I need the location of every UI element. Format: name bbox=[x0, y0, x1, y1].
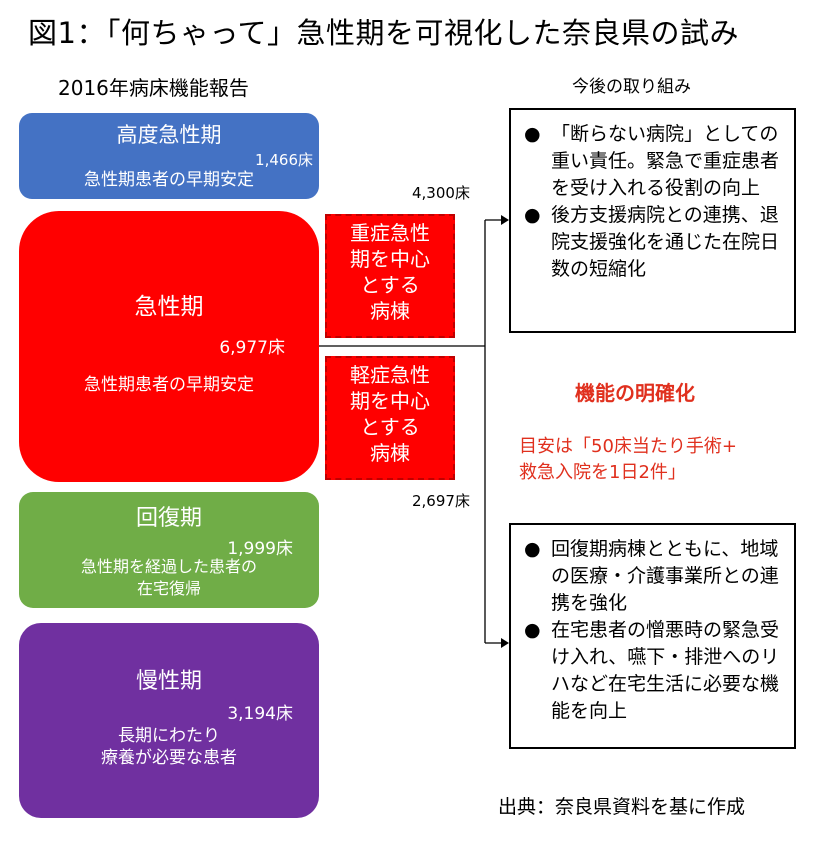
plan-box-top: ● 「断らない病院」としての重い責任。緊急で重症患者を受け入れる役割の向上 ● 後方… bbox=[509, 108, 796, 333]
bullet: ● bbox=[524, 123, 541, 145]
plan-item: ● 「断らない病院」としての重い責任。緊急で重症患者を受け入れる役割の向上 bbox=[524, 121, 786, 202]
arrow-bottom-head bbox=[501, 638, 509, 648]
severe-acute-ward-box: 重症急性 期を中心 とする 病棟 bbox=[325, 214, 455, 338]
high-acute-name: 高度急性期 bbox=[116, 123, 222, 147]
chronic-name: 慢性期 bbox=[135, 669, 202, 694]
high-acute-box: 高度急性期 1,466床 急性期患者の早期安定 bbox=[19, 113, 319, 199]
plan-box-bottom: ● 回復期病棟とともに、地域の医療・介護事業所との連携を強化 ● 在宅患者の憎悪時の… bbox=[509, 523, 796, 749]
acute-box: 急性期 6,977床 急性期患者の早期安定 bbox=[19, 211, 319, 482]
acute-name: 急性期 bbox=[134, 294, 204, 320]
bullet: ● bbox=[524, 538, 541, 560]
recovery-name: 回復期 bbox=[135, 506, 202, 531]
high-acute-desc: 急性期患者の早期安定 bbox=[84, 170, 254, 190]
plan-text: 後方支援病院との連携、退院支援強化を通じた在院日数の短縮化 bbox=[551, 204, 780, 280]
arrow-top-head bbox=[501, 215, 509, 225]
plan-item: ● 後方支援病院との連携、退院支援強化を通じた在院日数の短縮化 bbox=[524, 202, 786, 283]
bottom-split-beds: 2,697床 bbox=[412, 492, 470, 510]
acute-desc: 急性期患者の早期安定 bbox=[84, 375, 254, 395]
figure-title: 図1：「何ちゃって」急性期を可視化した奈良県の試み bbox=[28, 16, 740, 50]
recovery-desc-line1: 急性期を経過した患者の bbox=[80, 557, 257, 576]
source-note: 出典：奈良県資料を基に作成 bbox=[498, 796, 746, 818]
ward-label-line: 軽症急性 bbox=[350, 363, 430, 387]
ward-label-line: 期を中心 bbox=[350, 247, 430, 271]
ward-label-line: とする bbox=[360, 273, 420, 297]
chronic-desc: 長期にわたり 療養が必要な患者 bbox=[19, 725, 319, 769]
ward-label-line: 病棟 bbox=[370, 299, 410, 323]
recovery-desc: 急性期を経過した患者の 在宅復帰 bbox=[19, 556, 319, 600]
plan-item: ● 在宅患者の憎悪時の緊急受け入れ、嚥下・排泄へのリハなど在宅生活に必要な機能を向… bbox=[524, 617, 786, 725]
bullet: ● bbox=[524, 619, 541, 641]
chronic-beds: 3,194床 bbox=[227, 704, 293, 724]
recovery-beds: 1,999床 bbox=[227, 539, 293, 559]
recovery-box: 回復期 1,999床 急性期を経過した患者の 在宅復帰 bbox=[19, 492, 319, 608]
right-heading: 今後の取り組み bbox=[572, 77, 691, 97]
clarification-heading: 機能の明確化 bbox=[575, 381, 695, 405]
bullet: ● bbox=[524, 204, 541, 226]
chronic-box: 慢性期 3,194床 長期にわたり 療養が必要な患者 bbox=[19, 623, 319, 818]
acute-beds: 6,977床 bbox=[219, 338, 285, 358]
high-acute-beds: 1,466床 bbox=[255, 151, 313, 169]
plan-text: 回復期病棟とともに、地域の医療・介護事業所との連携を強化 bbox=[551, 538, 779, 614]
ward-label-line: 期を中心 bbox=[350, 389, 430, 413]
chronic-desc-line2: 療養が必要な患者 bbox=[101, 748, 237, 768]
plan-item: ● 回復期病棟とともに、地域の医療・介護事業所との連携を強化 bbox=[524, 536, 786, 617]
plan-text: 在宅患者の憎悪時の緊急受け入れ、嚥下・排泄へのリハなど在宅生活に必要な機能を向上 bbox=[551, 619, 780, 722]
top-split-beds: 4,300床 bbox=[412, 184, 470, 202]
left-heading: 2016年病床機能報告 bbox=[58, 76, 249, 100]
chronic-desc-line1: 長期にわたり bbox=[118, 726, 220, 746]
target-text-line1: 目安は「50床当たり手術+ bbox=[519, 436, 737, 457]
ward-label-line: 重症急性 bbox=[350, 221, 430, 245]
target-text-line2: 救急入院を1日2件」 bbox=[519, 462, 686, 483]
ward-label-line: 病棟 bbox=[370, 441, 410, 465]
plan-text: 「断らない病院」としての重い責任。緊急で重症患者を受け入れる役割の向上 bbox=[551, 123, 780, 199]
recovery-desc-line2: 在宅復帰 bbox=[136, 579, 201, 598]
ward-label-line: とする bbox=[360, 415, 420, 439]
mild-acute-ward-box: 軽症急性 期を中心 とする 病棟 bbox=[325, 356, 455, 480]
